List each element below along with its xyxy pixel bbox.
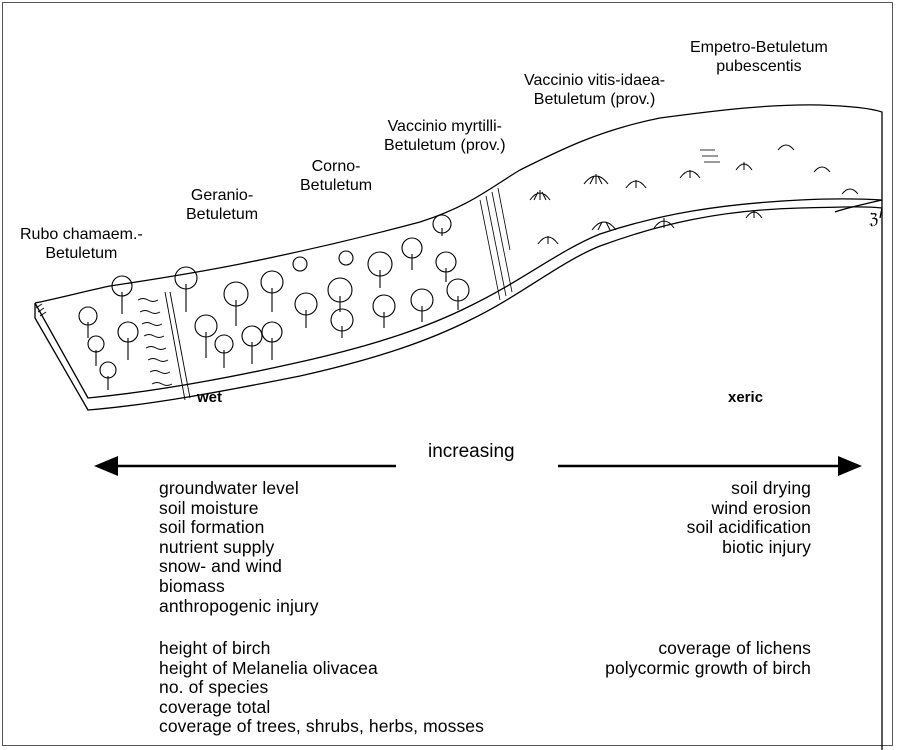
wet-channel-hatching — [138, 292, 190, 400]
zone-label-vitis: Vaccinio vitis-idaea- Betuletum (prov.) — [524, 71, 665, 109]
attribute-item: coverage of trees, shrubs, herbs, mosses — [159, 717, 484, 737]
arrow-left-head — [94, 456, 118, 476]
factor-item: soil formation — [159, 518, 319, 538]
left-factors-list: groundwater level soil moisture soil for… — [159, 479, 319, 616]
factor-item: biotic injury — [687, 538, 811, 558]
increasing-label: increasing — [428, 441, 515, 463]
attribute-item: polycormic growth of birch — [605, 659, 811, 679]
factor-item: biomass — [159, 577, 319, 597]
factor-item: anthropogenic injury — [159, 597, 319, 617]
factor-item: groundwater level — [159, 479, 319, 499]
attribute-item: height of Melanelia olivacea — [159, 659, 484, 679]
attribute-item: height of birch — [159, 639, 484, 659]
factor-item: soil moisture — [159, 499, 319, 519]
factor-item: nutrient supply — [159, 538, 319, 558]
dwarf-shrub-symbols — [530, 145, 858, 244]
wet-label: wet — [197, 388, 222, 407]
left-attributes-list: height of birch height of Melanelia oliv… — [159, 639, 484, 737]
zone-label-myrtilli: Vaccinio myrtilli- Betuletum (prov.) — [384, 117, 506, 155]
arrow-right-head — [838, 456, 862, 476]
right-factors-list: soil drying wind erosion soil acidificat… — [687, 479, 811, 557]
zone-label-empetro: Empetro-Betuletum pubescentis — [690, 38, 828, 76]
attribute-item: coverage total — [159, 698, 484, 718]
zone-label-rubo: Rubo chamaem.- Betuletum — [20, 225, 143, 263]
xeric-label: xeric — [728, 388, 763, 407]
factor-item: wind erosion — [687, 499, 811, 519]
author-signature: ℨ — [869, 210, 878, 229]
attribute-item: no. of species — [159, 678, 484, 698]
zone-label-corno: Corno- Betuletum — [300, 157, 372, 195]
right-attributes-list: coverage of lichens polycormic growth of… — [605, 639, 811, 678]
factor-item: snow- and wind — [159, 557, 319, 577]
attribute-item: coverage of lichens — [605, 639, 811, 659]
factor-item: soil drying — [687, 479, 811, 499]
zone-label-geranio: Geranio- Betuletum — [186, 186, 258, 224]
factor-item: soil acidification — [687, 518, 811, 538]
